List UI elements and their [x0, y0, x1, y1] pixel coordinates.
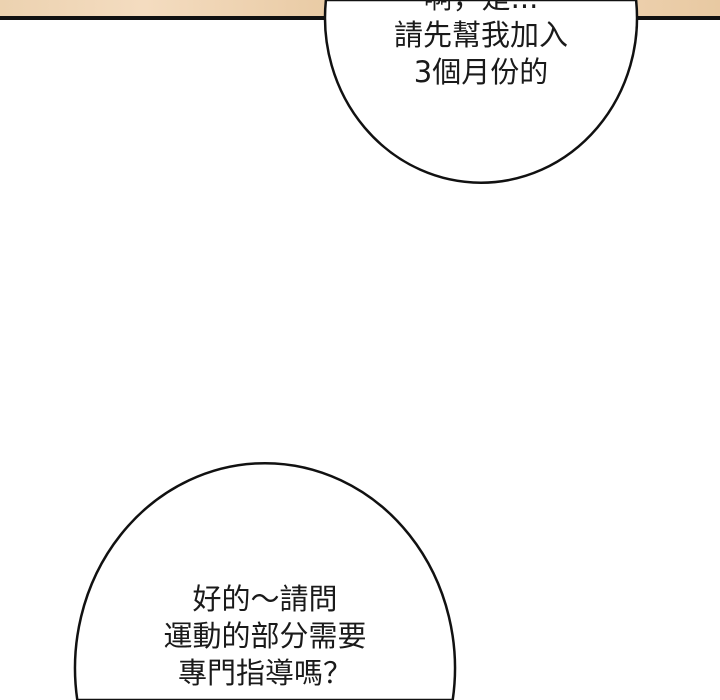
speech-line: 運動的部分需要: [163, 619, 367, 653]
speech-line: 專門指導嗎？: [177, 656, 352, 690]
speech-line: 3個月份的: [413, 55, 549, 89]
speech-text-bottom: 好的～請問 運動的部分需要 專門指導嗎？: [90, 581, 440, 692]
speech-line: 啊，是...: [331, 0, 631, 17]
speech-text-top: 啊，是... 請先幫我加入 3個月份的: [331, 0, 631, 91]
speech-line: 請先幫我加入: [393, 18, 568, 52]
speech-bubble-top: [323, 0, 639, 184]
speech-bubble-bottom: [73, 461, 457, 700]
speech-line: 好的～請問: [192, 582, 338, 616]
